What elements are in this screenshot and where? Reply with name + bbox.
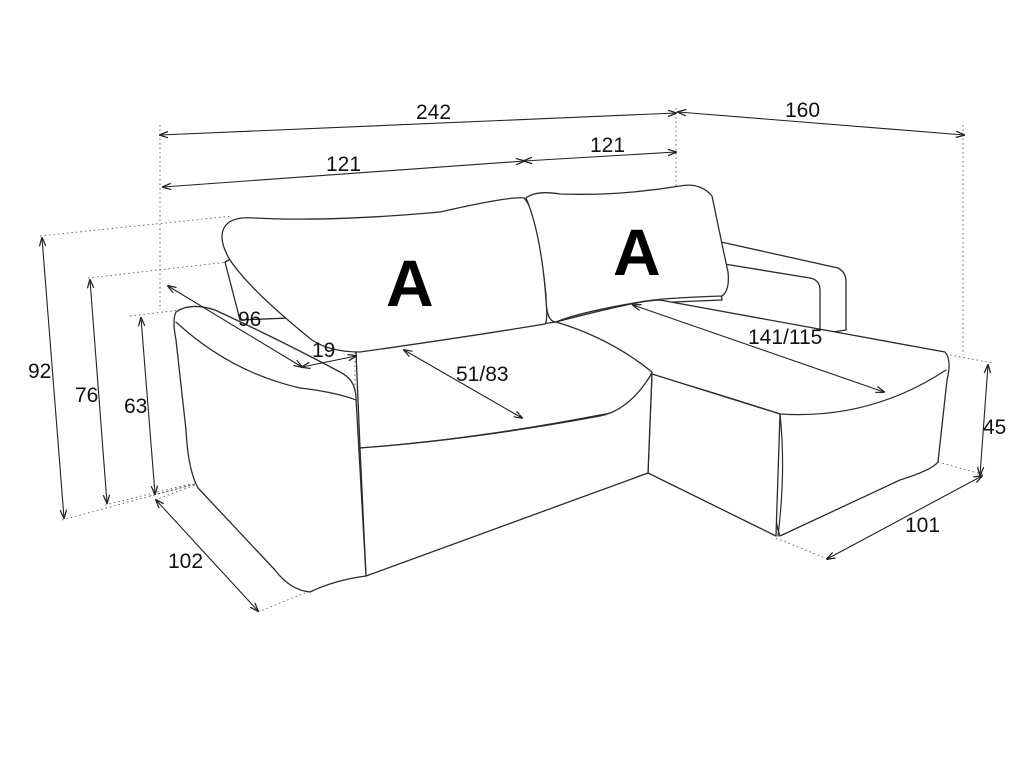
label-armrest-width: 19 bbox=[312, 339, 335, 362]
label-chaise-width: 101 bbox=[905, 514, 940, 537]
label-left-section-width: 121 bbox=[326, 153, 361, 176]
label-backrest-height: 76 bbox=[75, 384, 98, 407]
label-chaise-length: 160 bbox=[785, 99, 820, 122]
cushion-marker-left: A bbox=[386, 246, 434, 320]
dimension-lines bbox=[42, 112, 988, 611]
label-sofa-depth: 102 bbox=[168, 550, 203, 573]
back-cushion-right bbox=[525, 184, 730, 323]
label-seat-depth: 51/83 bbox=[456, 363, 509, 386]
label-chaise-seat-length: 141/115 bbox=[748, 326, 822, 349]
back-cushion-left bbox=[221, 197, 548, 353]
label-diagonal-width: 96 bbox=[238, 308, 261, 331]
label-seat-height: 45 bbox=[983, 416, 1006, 439]
sofa-outline bbox=[173, 184, 950, 593]
label-total-height: 92 bbox=[28, 360, 51, 383]
label-armrest-height: 63 bbox=[124, 395, 147, 418]
label-right-section-width: 121 bbox=[590, 134, 625, 157]
cushion-marker-right: A bbox=[613, 215, 661, 289]
label-total-width: 242 bbox=[416, 101, 451, 124]
